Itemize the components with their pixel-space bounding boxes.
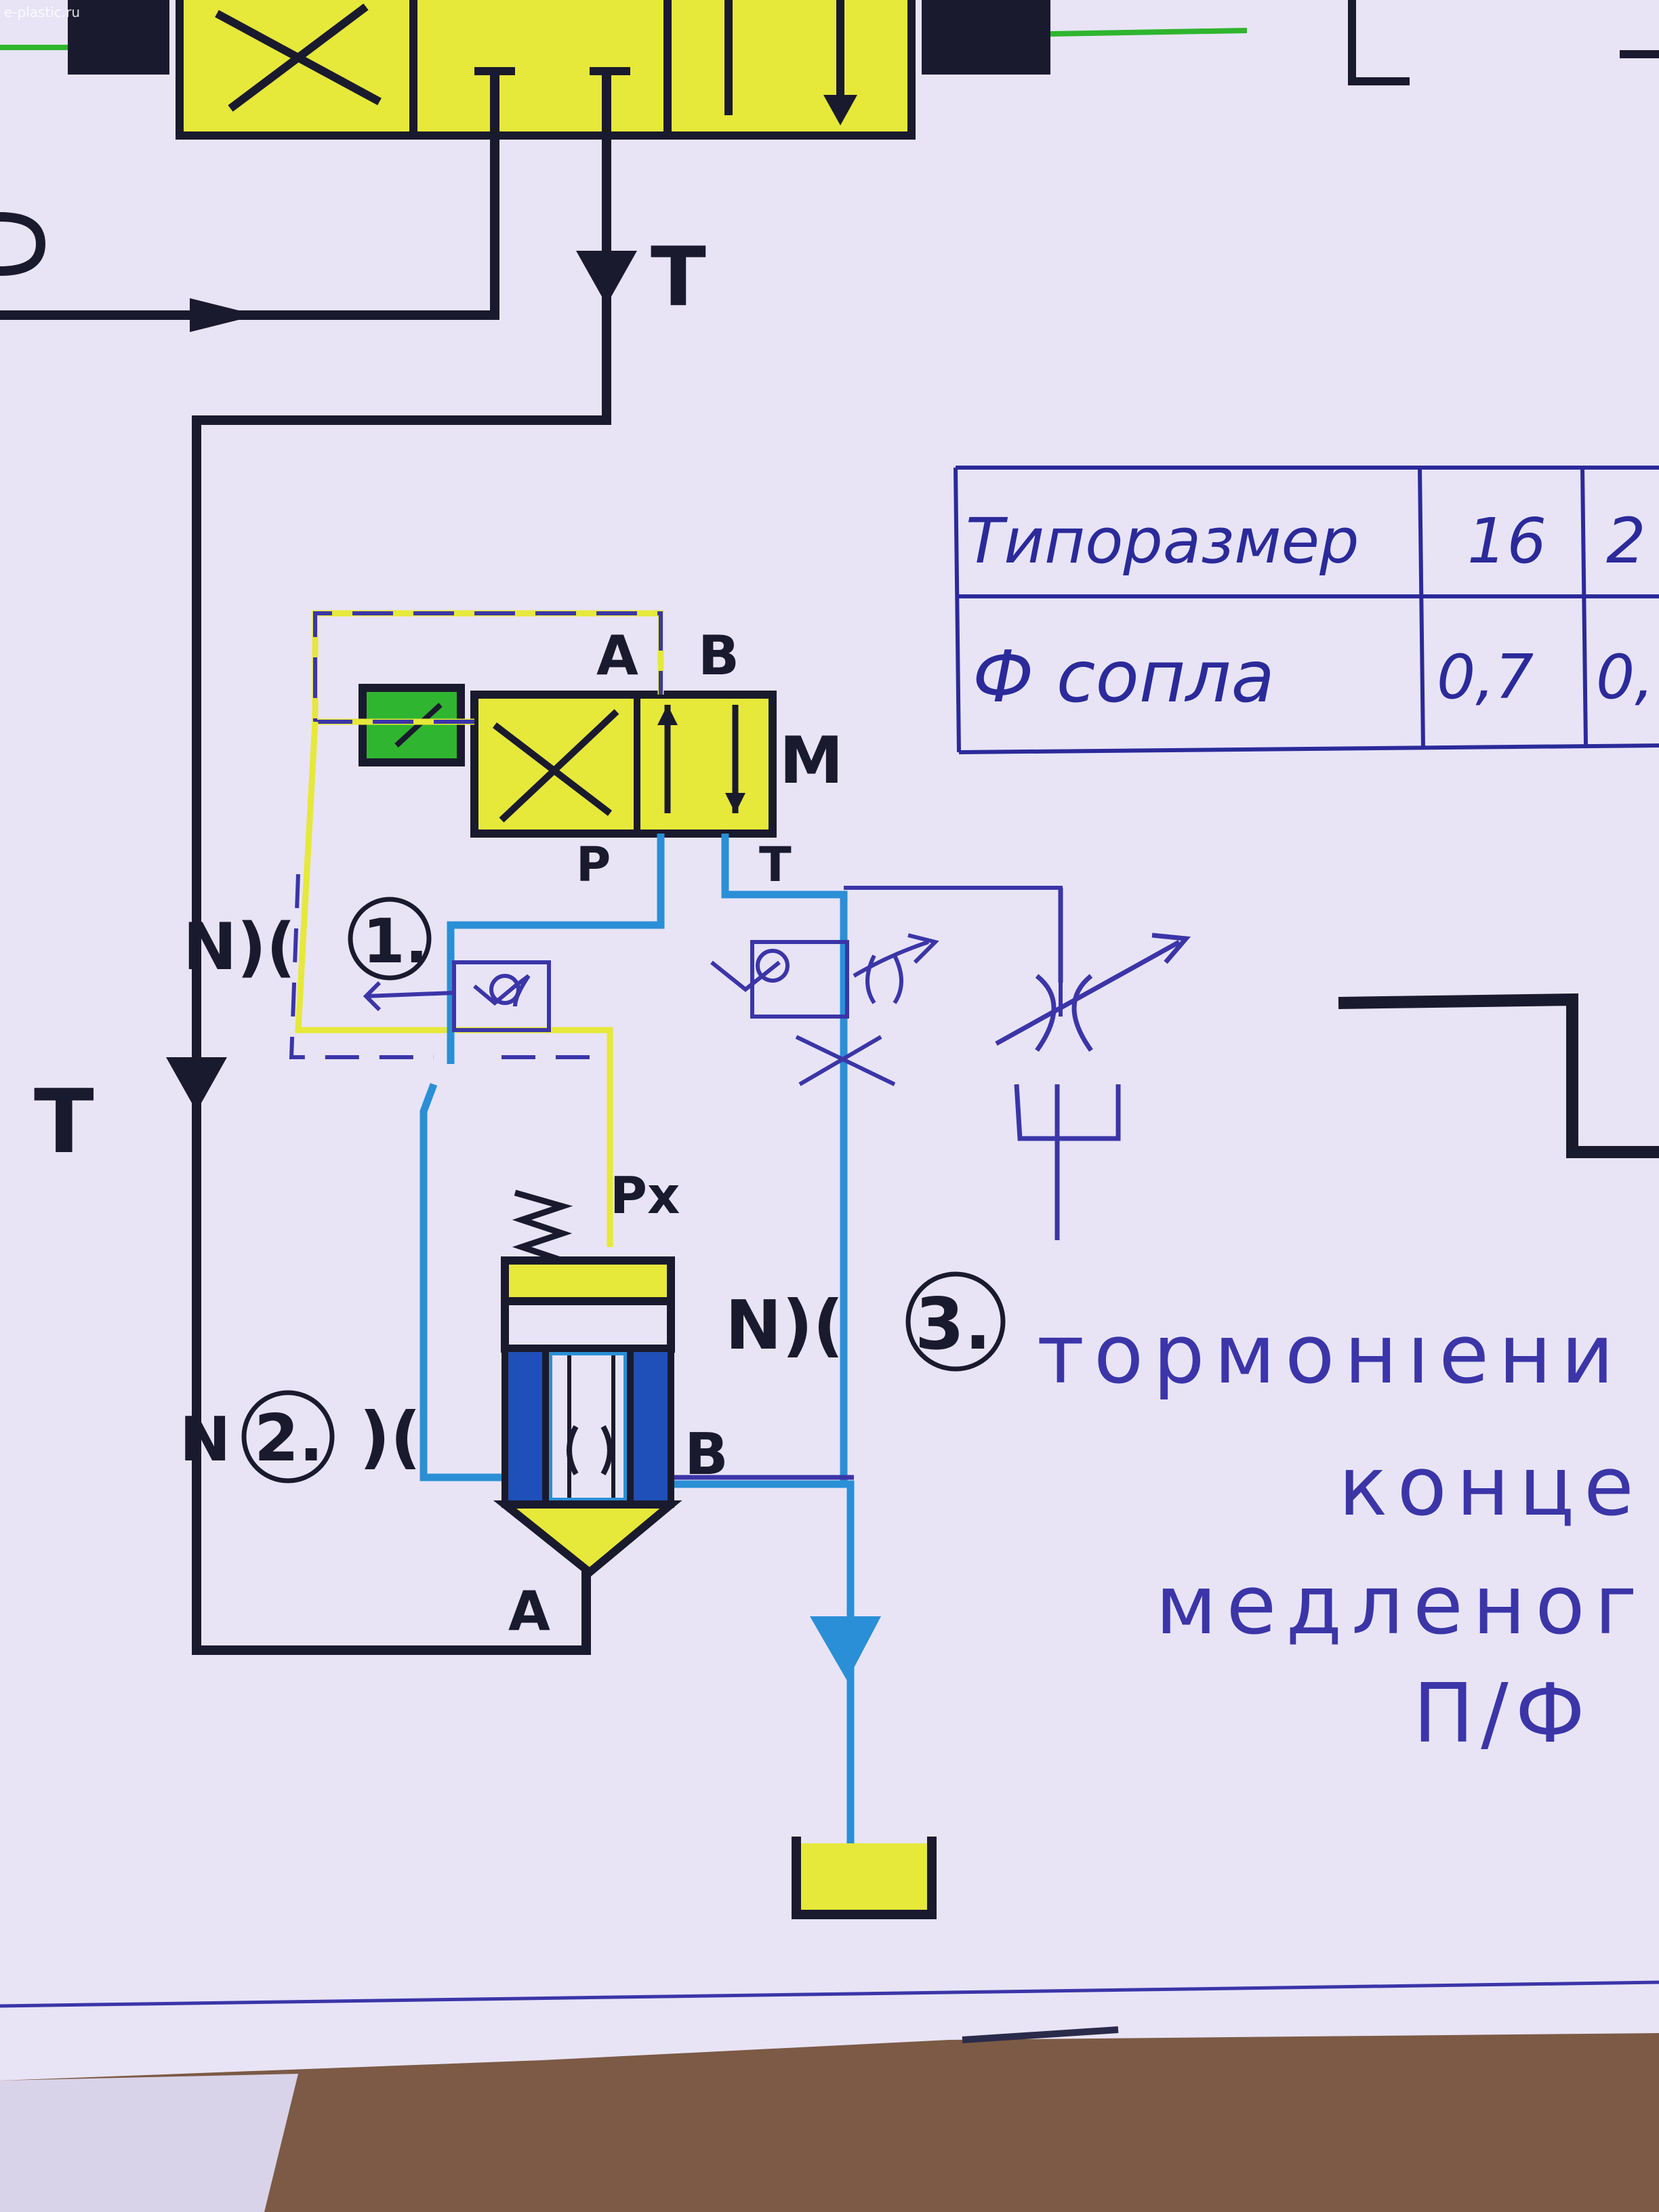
restrictor-1-number: 1.: [363, 906, 428, 977]
port-label-t-top: T: [651, 230, 706, 325]
port-label-a-pilot: A: [596, 624, 638, 687]
restrictor-3-circle: [905, 1271, 1006, 1372]
check-valve-3: [710, 933, 939, 1019]
step-line: [1338, 993, 1659, 1158]
crossing-mark: [795, 1035, 896, 1086]
port-label-t-pilot: T: [759, 837, 792, 893]
restrictor-3-label: N)(: [725, 1286, 844, 1365]
watermark: e-plastic.ru: [4, 4, 81, 20]
port-label-t-left: T: [34, 1070, 94, 1173]
adjustable-throttle: [995, 888, 1191, 1240]
note-line-4: П/Ф: [1413, 1667, 1592, 1761]
restrictor-2-number: 2.: [254, 1401, 323, 1476]
cartridge-valve: [493, 1189, 682, 1578]
arrow-p-in: [190, 298, 258, 332]
port-label-b-pilot: B: [698, 624, 739, 687]
arrow-t-left: [166, 1057, 227, 1111]
table-row-label: Ф сопла: [972, 636, 1275, 718]
note-line-3: медленог: [1155, 1559, 1647, 1653]
restrictor-2-label: N: [180, 1404, 230, 1475]
parameter-table: [954, 466, 1659, 754]
restrictor-3-number: 3.: [915, 1283, 991, 1366]
restrictor-1-circle: [348, 897, 432, 981]
arrow-t-top: [576, 251, 637, 305]
restrictor-1-label: N)(: [183, 910, 295, 985]
note-line-1: тормонıени: [1037, 1308, 1624, 1402]
restrictor-2-symbol: )(: [359, 1397, 421, 1477]
paper-sheet: [0, 0, 1659, 2081]
table-row-value-2: 0,: [1596, 642, 1654, 713]
check-valve-1: [363, 960, 551, 1032]
table-header-label: Типоразмер: [966, 505, 1359, 577]
paper-edge-line: [0, 1980, 1659, 2008]
pencil-mark: [962, 2026, 1119, 2043]
port-label-m: M: [779, 724, 844, 798]
main-valve: [0, 0, 1659, 140]
spring-icon: [512, 1189, 573, 1264]
arrow-tank-flow: [810, 1616, 881, 1681]
note-line-2: конце: [1338, 1440, 1643, 1534]
table-header-value-1: 16: [1467, 505, 1547, 577]
restrictor-2-circle: [241, 1390, 335, 1483]
port-label-a-cartridge: A: [508, 1580, 550, 1643]
black-lines: [0, 71, 611, 1655]
port-label-p: P: [576, 837, 611, 893]
port-label-b-cartridge: B: [684, 1421, 729, 1488]
tank-icon: [792, 1837, 937, 1919]
table-row-value-1: 0,7: [1437, 642, 1534, 713]
port-label-px: Px: [610, 1166, 680, 1225]
paper-fold: [0, 2074, 298, 2212]
p-fragment: [0, 212, 46, 276]
table-header-value-2: 2: [1606, 505, 1646, 577]
pilot-valve: [359, 684, 777, 838]
